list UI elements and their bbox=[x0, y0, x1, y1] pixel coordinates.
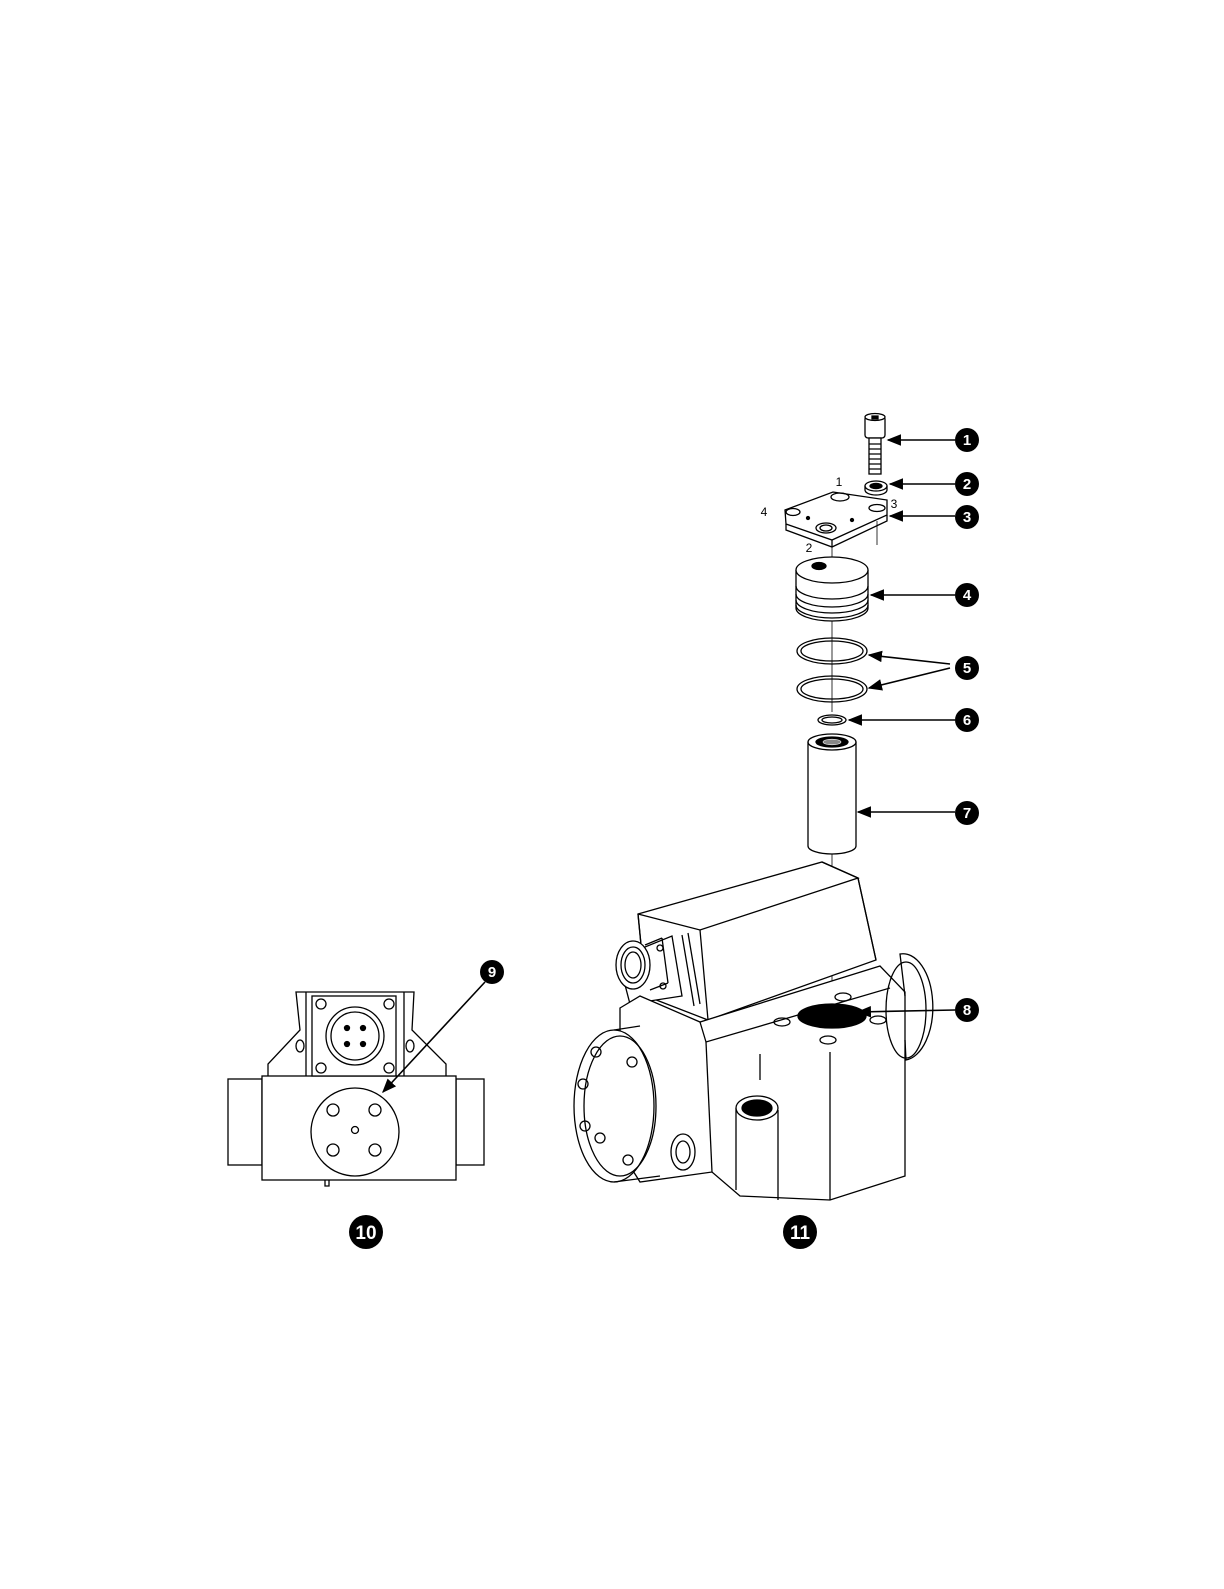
svg-text:5: 5 bbox=[963, 660, 971, 677]
callout-2: 2 bbox=[955, 472, 979, 496]
filter-cartridge bbox=[808, 734, 856, 854]
callout-4: 4 bbox=[955, 583, 979, 607]
washer bbox=[865, 481, 887, 495]
cover-plate bbox=[785, 492, 887, 547]
svg-text:6: 6 bbox=[963, 712, 971, 729]
cover-hole-label-1: 1 bbox=[836, 475, 843, 489]
svg-text:1: 1 bbox=[963, 432, 971, 449]
callout-6: 6 bbox=[955, 708, 979, 732]
cover-hole-label-2: 2 bbox=[806, 541, 813, 555]
svg-text:9: 9 bbox=[488, 964, 496, 981]
svg-text:2: 2 bbox=[963, 476, 971, 493]
callout-1: 1 bbox=[955, 428, 979, 452]
cover-hole-label-4: 4 bbox=[761, 505, 768, 519]
svg-text:8: 8 bbox=[963, 1002, 971, 1019]
valve-body-assembly bbox=[574, 862, 933, 1200]
callout-7: 7 bbox=[955, 801, 979, 825]
callout-5: 5 bbox=[955, 656, 979, 680]
callout-9: 9 bbox=[480, 960, 504, 984]
small-o-ring bbox=[818, 715, 846, 725]
svg-text:3: 3 bbox=[963, 509, 971, 526]
cover-hole-label-3: 3 bbox=[891, 497, 898, 511]
callout-8: 8 bbox=[955, 998, 979, 1022]
callout-11: 11 bbox=[783, 1215, 817, 1249]
retainer-plug bbox=[796, 557, 868, 621]
svg-text:4: 4 bbox=[963, 587, 972, 604]
svg-text:11: 11 bbox=[790, 1223, 811, 1244]
svg-text:7: 7 bbox=[963, 805, 971, 822]
callout-3: 3 bbox=[955, 505, 979, 529]
callout-10: 10 bbox=[349, 1215, 383, 1249]
cap-screw bbox=[865, 414, 885, 475]
svg-text:10: 10 bbox=[355, 1223, 376, 1244]
valve-top-view bbox=[228, 992, 484, 1186]
